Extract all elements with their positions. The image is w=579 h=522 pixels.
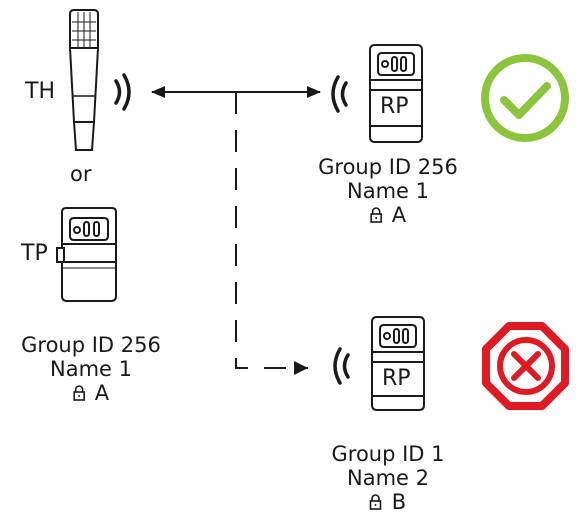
lock-icon [370, 207, 382, 223]
receiver-pack-icon [369, 44, 423, 143]
success-ring [481, 54, 569, 142]
failed-connection-arrowhead [294, 361, 308, 375]
lock-icon [369, 494, 382, 510]
handheld-transmitter-label: TH [25, 79, 55, 104]
lock-icon [73, 385, 85, 401]
signal-waves-icon [114, 73, 131, 111]
or-label: or [70, 162, 92, 186]
transmitter-lock-value: A [94, 381, 110, 405]
receiver-1-info: Group ID 256 Name 1 A [318, 155, 458, 228]
checkmark-icon [500, 82, 551, 119]
receiver-2-name: Name 2 [346, 466, 429, 490]
bodypack-transmitter-icon [56, 207, 117, 302]
transmitter-name: Name 1 [49, 357, 132, 381]
success-status [481, 54, 569, 142]
receiver-1-label: RP [380, 94, 409, 119]
receiver-2-info: Group ID 1 Name 2 B [331, 442, 444, 515]
receiver-2-lock-value: B [391, 490, 407, 514]
receiver-1-group-id: Group ID 256 [318, 155, 458, 179]
bodypack-transmitter-label: TP [21, 241, 48, 266]
receiver-pack-icon [371, 316, 425, 411]
failed-connection-path [235, 92, 308, 369]
receiver-1-name: Name 1 [346, 179, 429, 203]
handheld-mic-icon [68, 9, 100, 151]
signal-waves-icon [331, 75, 348, 113]
transmitter-group-id: Group ID 256 [21, 333, 161, 357]
failure-status [482, 322, 569, 410]
receiver-2-label: RP [382, 366, 411, 391]
receiver-2-group-id: Group ID 1 [331, 442, 445, 466]
transmitter-info: Group ID 256 Name 1 A [21, 333, 161, 406]
receiver-1-lock-value: A [391, 203, 407, 227]
cross-circle [497, 337, 555, 395]
cross-icon [511, 351, 541, 381]
signal-waves-icon [333, 347, 350, 385]
